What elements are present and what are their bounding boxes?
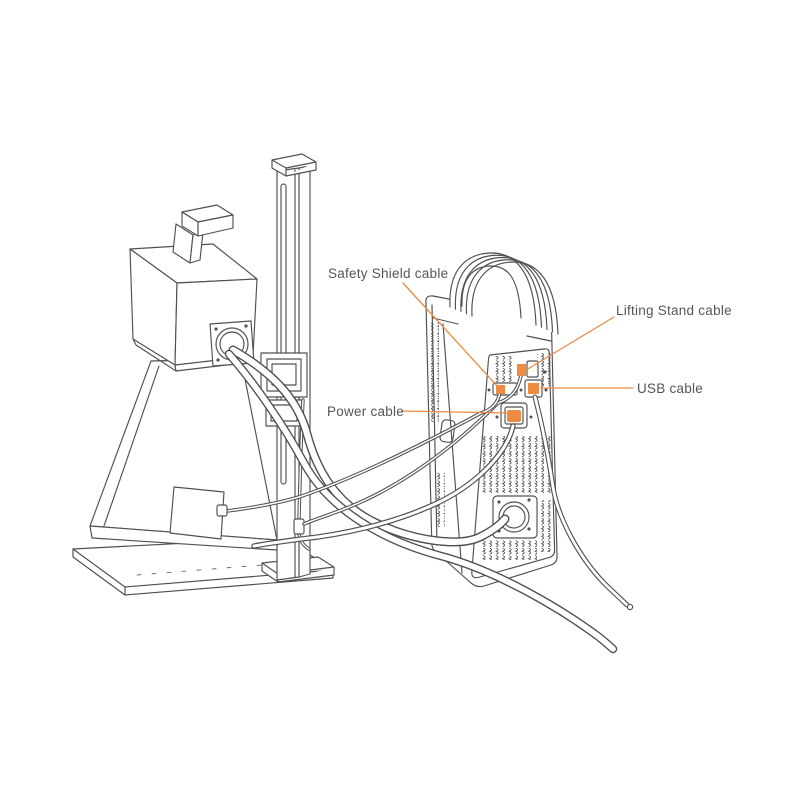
cable-gland-flange — [492, 495, 538, 539]
base-plate-holes — [136, 563, 277, 576]
column-slot — [280, 183, 287, 485]
handle-opening — [461, 265, 522, 319]
usb-cable-tip — [626, 603, 634, 611]
lifting-stand-cable — [302, 373, 523, 526]
power-cable — [251, 423, 516, 549]
column-cable-connector — [293, 518, 305, 535]
laser-head — [129, 204, 258, 372]
safety-shield-label: Safety Shield cable — [328, 266, 448, 281]
head-top-fitting — [172, 204, 234, 264]
safety-shield-leader — [402, 282, 500, 389]
annotations: Safety Shield cable Power cable Lifting … — [327, 266, 732, 419]
power-inlet-port — [507, 410, 521, 422]
cables — [216, 345, 634, 654]
usb-label: USB cable — [637, 381, 703, 396]
pedestal-base — [89, 358, 278, 551]
column-cap — [271, 153, 317, 177]
lifting-stand-port — [517, 364, 526, 376]
vent-grille — [492, 356, 514, 386]
pedestal-panel — [169, 486, 225, 540]
lifting-stand-leader — [525, 316, 615, 371]
safety-shield-cable — [216, 390, 502, 517]
vent-grille — [540, 500, 554, 552]
power-label: Power cable — [327, 404, 404, 419]
usb-port — [528, 383, 539, 394]
safety-shield-port — [496, 385, 505, 394]
umbilical-cable-2 — [224, 349, 618, 654]
power-leader — [401, 410, 512, 414]
side-clip — [439, 419, 456, 443]
vent-grille — [480, 540, 537, 560]
umbilical-cable-1 — [228, 345, 510, 547]
lifting-stand-label: Lifting Stand cable — [616, 303, 732, 318]
side-vent-strip — [431, 322, 439, 422]
carry-handle — [449, 252, 559, 335]
usb-cable — [532, 394, 634, 611]
shield-cable-connector — [216, 504, 228, 517]
